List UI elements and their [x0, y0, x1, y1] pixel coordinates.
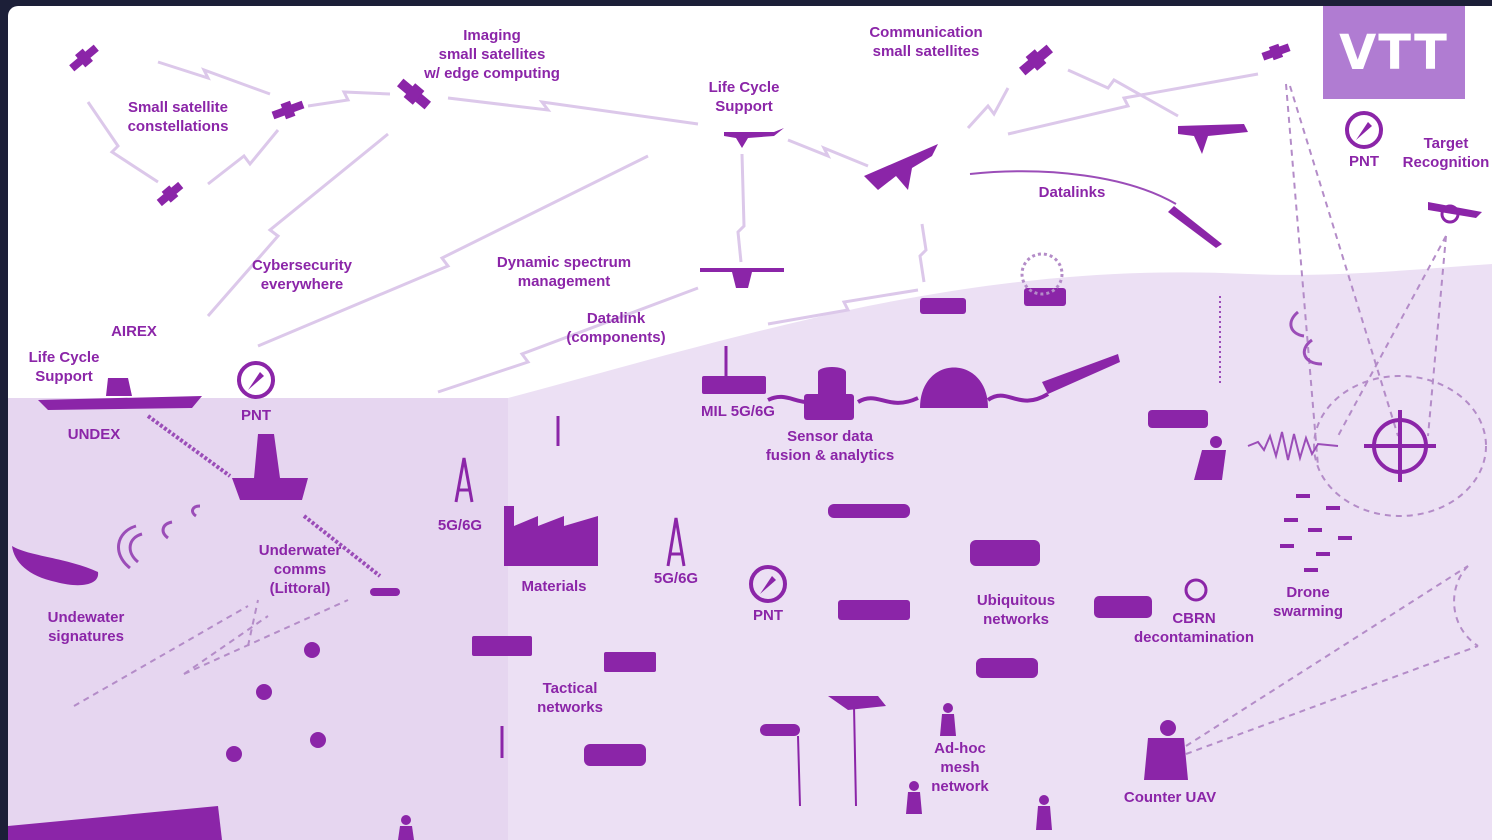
label-fiveg-left: 5G/6G [437, 517, 483, 534]
label-pnt-ground: PNT [753, 607, 783, 624]
label-adhoc: Ad-hoc mesh network [931, 740, 989, 795]
satellite-icons [69, 43, 1291, 207]
label-airex: AIREX [111, 323, 157, 340]
target-reticle-icon [1364, 410, 1436, 482]
compass-icons [237, 111, 1383, 603]
label-drone-swarming: Drone swarming [1272, 584, 1344, 620]
hangar-icon [920, 367, 988, 408]
helicopter-icons [760, 692, 886, 736]
label-materials: Materials [521, 578, 587, 595]
scene-illustration [8, 43, 1492, 840]
sonar-arcs [117, 310, 1323, 570]
diagram-canvas: VTT Imaging small satellites w/ edge com… [8, 6, 1492, 840]
label-dynamic-spectrum: Dynamic spectrum management [496, 254, 632, 290]
datalinks-curve [969, 170, 1177, 205]
radar-dish-icon [1020, 252, 1064, 296]
label-fiveg-right: 5G/6G [653, 570, 699, 587]
label-communication: Communication small satellites [869, 24, 983, 60]
factory-icon [504, 506, 598, 566]
ground-vehicle-icons [472, 288, 1208, 766]
eye-icon [1440, 204, 1460, 224]
label-lcs-air: Life Cycle Support [708, 79, 780, 115]
label-underwater-comms: Underwater comms (Littoral) [258, 542, 342, 597]
label-underwater-signatures: Undewater signatures [47, 609, 125, 645]
label-target-recognition: Target Recognition [1402, 135, 1490, 171]
label-cybersecurity: Cybersecurity everywhere [251, 257, 353, 293]
soldier-icons [8, 436, 1226, 840]
target-zone-ellipse [1313, 375, 1487, 517]
label-cbrn: CBRN decontamination [1133, 610, 1255, 646]
label-mil5g: MIL 5G/6G [701, 403, 775, 420]
mine-icons [226, 642, 326, 762]
aircraft-icons [700, 124, 1482, 288]
label-pnt-top: PNT [1349, 153, 1379, 170]
label-undex: UNDEX [67, 426, 121, 443]
compass-needles [248, 122, 1372, 594]
label-datalink-components: Datalink (components) [566, 310, 666, 346]
label-datalinks: Datalinks [1038, 184, 1106, 201]
cbrn-icon [1184, 578, 1208, 602]
database-icon [804, 367, 854, 420]
link-zigzags [86, 60, 1259, 394]
tower-icons [454, 346, 728, 758]
signal-waves [146, 296, 1339, 578]
label-small-sat: Small satellite constellations [127, 99, 229, 135]
label-sensor-fusion: Sensor data fusion & analytics [765, 428, 895, 464]
logo-text: VTT [1339, 24, 1449, 81]
rope-lines [797, 705, 857, 807]
ship-icons [12, 378, 400, 596]
label-tactical: Tactical networks [537, 680, 603, 716]
label-lcs-sea: Life Cycle Support [28, 349, 100, 385]
label-counter-uav: Counter UAV [1123, 789, 1217, 806]
container-icon [702, 376, 766, 394]
sea-area [8, 398, 508, 840]
dashed-links [73, 83, 1479, 755]
label-pnt-sea: PNT [241, 407, 271, 424]
counter-uav-beam-end [1453, 565, 1479, 647]
drone-swarm-icons [1280, 494, 1352, 572]
label-imaging: Imaging small satellites w/ edge computi… [424, 27, 560, 82]
vtt-logo: VTT [1323, 6, 1465, 99]
label-ubiquitous: Ubiquitous networks [976, 592, 1056, 628]
